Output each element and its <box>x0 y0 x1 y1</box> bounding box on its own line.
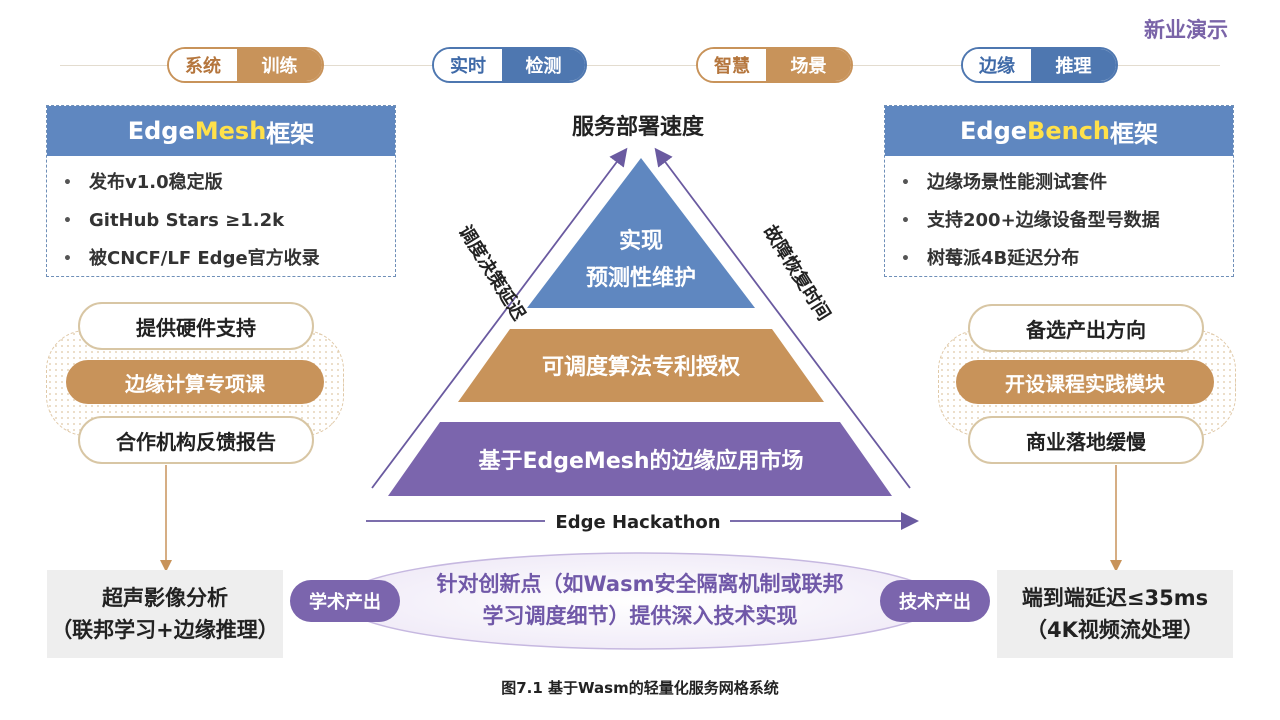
pill-right-text: 推理 <box>1031 49 1116 81</box>
pill-right-text: 检测 <box>502 49 585 81</box>
oval-slow-commercial[interactable]: 商业落地缓慢 <box>968 416 1204 464</box>
tier-middle-label: 可调度算法专利授权 <box>542 354 741 380</box>
list-item: 支持200+边缘设备型号数据 <box>901 202 1233 240</box>
box-line: （联邦学习+边缘推理） <box>51 618 279 642</box>
pyramid-top-title: 服务部署速度 <box>572 114 705 140</box>
pill-right-text: 场景 <box>766 49 851 81</box>
left-side-arrow <box>371 147 628 489</box>
oval-feedback-report[interactable]: 合作机构反馈报告 <box>78 416 314 464</box>
edgemesh-list: 发布v1.0稳定版 GitHub Stars ≥1.2k 被CNCF/LF Ed… <box>47 156 395 278</box>
pill-realtime-detection[interactable]: 实时 检测 <box>432 47 587 83</box>
pyramid-bottom-tier <box>388 422 892 496</box>
list-item: 树莓派4B延迟分布 <box>901 240 1233 278</box>
pyramid-middle-tier <box>458 329 824 402</box>
center-description: 针对创新点（如Wasm安全隔离机制或联邦 学习调度细节）提供深入技术实现 <box>380 568 900 632</box>
title-suffix: 框架 <box>266 119 315 148</box>
oval-alternative-output[interactable]: 备选产出方向 <box>968 304 1204 352</box>
latency-box: 端到端延迟≤35ms （4K视频流处理） <box>997 570 1233 658</box>
tier-bottom-label: 基于EdgeMesh的边缘应用市场 <box>478 448 803 474</box>
pill-left-text: 边缘 <box>963 49 1031 81</box>
box-line: 超声影像分析 <box>102 586 228 610</box>
edgebench-list: 边缘场景性能测试套件 支持200+边缘设备型号数据 树莓派4B延迟分布 <box>885 156 1233 278</box>
pill-edge-inference[interactable]: 边缘 推理 <box>961 47 1118 83</box>
bottom-arrow-label: Edge Hackathon <box>555 512 720 533</box>
figure-caption: 图7.1 基于Wasm的轻量化服务网格系统 <box>501 679 779 697</box>
oval-hardware-support[interactable]: 提供硬件支持 <box>78 302 314 350</box>
box-line: （4K视频流处理） <box>1026 618 1204 642</box>
box-line: 端到端延迟≤35ms <box>1021 586 1209 610</box>
pill-left-text: 系统 <box>169 49 237 81</box>
title-prefix: Edge <box>127 117 195 145</box>
academic-output-tag[interactable]: 学术产出 <box>290 580 400 622</box>
title-suffix: 框架 <box>1110 119 1158 148</box>
list-item: GitHub Stars ≥1.2k <box>63 202 395 240</box>
corner-label: 新业演示 <box>1144 18 1228 42</box>
pyramid-top-tier <box>527 158 755 308</box>
oval-edge-course[interactable]: 边缘计算专项课 <box>66 360 324 404</box>
tier-top-line2: 预测性维护 <box>586 265 696 291</box>
pill-smart-scene[interactable]: 智慧 场景 <box>696 47 853 83</box>
right-side-arrow <box>654 147 911 489</box>
top-divider <box>60 65 1220 66</box>
oval-practice-module[interactable]: 开设课程实践模块 <box>956 360 1214 404</box>
pill-left-text: 智慧 <box>698 49 766 81</box>
ultrasound-box: 超声影像分析 （联邦学习+边缘推理） <box>47 570 283 658</box>
title-highlight: Bench <box>1027 117 1110 145</box>
title-highlight: Mesh <box>194 117 267 145</box>
tech-output-tag[interactable]: 技术产出 <box>880 580 990 622</box>
center-line: 学习调度细节）提供深入技术实现 <box>482 604 798 628</box>
center-line: 针对创新点（如Wasm安全隔离机制或联邦 <box>436 572 844 596</box>
pill-right-text: 训练 <box>237 49 322 81</box>
tier-top-line1: 实现 <box>619 228 663 254</box>
list-item: 边缘场景性能测试套件 <box>901 164 1233 202</box>
list-item: 被CNCF/LF Edge官方收录 <box>63 240 395 278</box>
pill-left-text: 实时 <box>434 49 502 81</box>
pill-system-training[interactable]: 系统 训练 <box>167 47 324 83</box>
list-item: 发布v1.0稳定版 <box>63 164 395 202</box>
title-prefix: Edge <box>960 117 1028 145</box>
